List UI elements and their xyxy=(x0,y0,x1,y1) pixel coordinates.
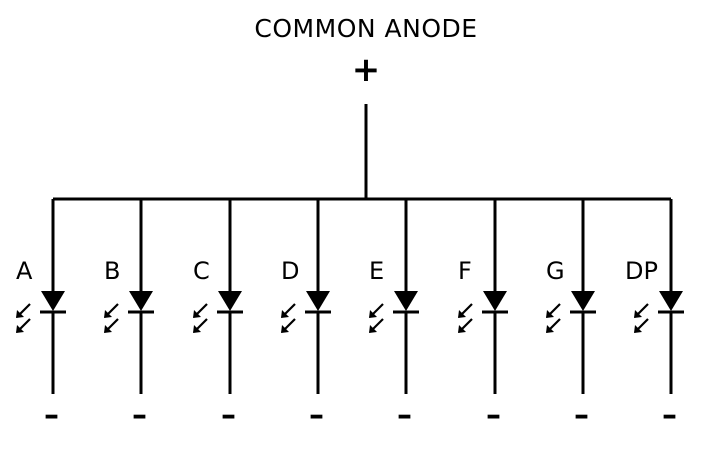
emission-arrow-head-dp-1 xyxy=(634,310,642,318)
emission-arrow-head-d-2 xyxy=(281,325,289,333)
emission-arrow-head-a-2 xyxy=(16,325,24,333)
emission-arrow-head-c-1 xyxy=(193,310,201,318)
led-branch-d xyxy=(281,199,331,394)
diagram-title: COMMON ANODE xyxy=(254,14,478,43)
emission-arrow-head-dp-2 xyxy=(634,325,642,333)
led-branch-b xyxy=(104,199,154,394)
cathode-minus-e: – xyxy=(397,398,412,433)
emission-arrow-head-a-1 xyxy=(16,310,24,318)
emission-arrow-head-g-1 xyxy=(546,310,554,318)
emission-arrow-head-c-2 xyxy=(193,325,201,333)
led-branch-dp xyxy=(634,199,684,394)
emission-arrow-head-d-1 xyxy=(281,310,289,318)
segment-label-b: B xyxy=(104,257,121,285)
led-branch-a xyxy=(16,199,66,394)
emission-arrow-head-b-1 xyxy=(104,310,112,318)
diode-triangle-f xyxy=(483,291,507,311)
cathode-minus-g: – xyxy=(574,398,589,433)
diode-triangle-e xyxy=(394,291,418,311)
segment-label-f: F xyxy=(458,257,472,285)
cathode-minus-a: – xyxy=(44,398,59,433)
led-branch-e xyxy=(369,199,419,394)
emission-arrow-head-e-2 xyxy=(369,325,377,333)
emission-arrow-head-f-2 xyxy=(458,325,466,333)
segment-label-dp: DP xyxy=(625,257,658,285)
emission-arrow-head-g-2 xyxy=(546,325,554,333)
segment-label-c: C xyxy=(193,257,210,285)
segment-label-d: D xyxy=(281,257,300,285)
segment-label-a: A xyxy=(16,257,33,285)
diode-triangle-b xyxy=(129,291,153,311)
led-branch-g xyxy=(546,199,596,394)
anode-plus-sign: + xyxy=(351,50,381,90)
led-branch-c xyxy=(193,199,243,394)
emission-arrow-head-b-2 xyxy=(104,325,112,333)
diode-triangle-g xyxy=(571,291,595,311)
cathode-minus-b: – xyxy=(132,398,147,433)
diode-triangle-dp xyxy=(659,291,683,311)
diode-triangle-c xyxy=(218,291,242,311)
cathode-minus-dp: – xyxy=(662,398,677,433)
led-branch-f xyxy=(458,199,508,394)
segment-label-g: G xyxy=(546,257,565,285)
segment-label-e: E xyxy=(369,257,385,285)
emission-arrow-head-e-1 xyxy=(369,310,377,318)
cathode-minus-c: – xyxy=(221,398,236,433)
cathode-minus-d: – xyxy=(309,398,324,433)
diode-triangle-d xyxy=(306,291,330,311)
emission-arrow-head-f-1 xyxy=(458,310,466,318)
cathode-minus-f: – xyxy=(486,398,501,433)
diode-triangle-a xyxy=(41,291,65,311)
